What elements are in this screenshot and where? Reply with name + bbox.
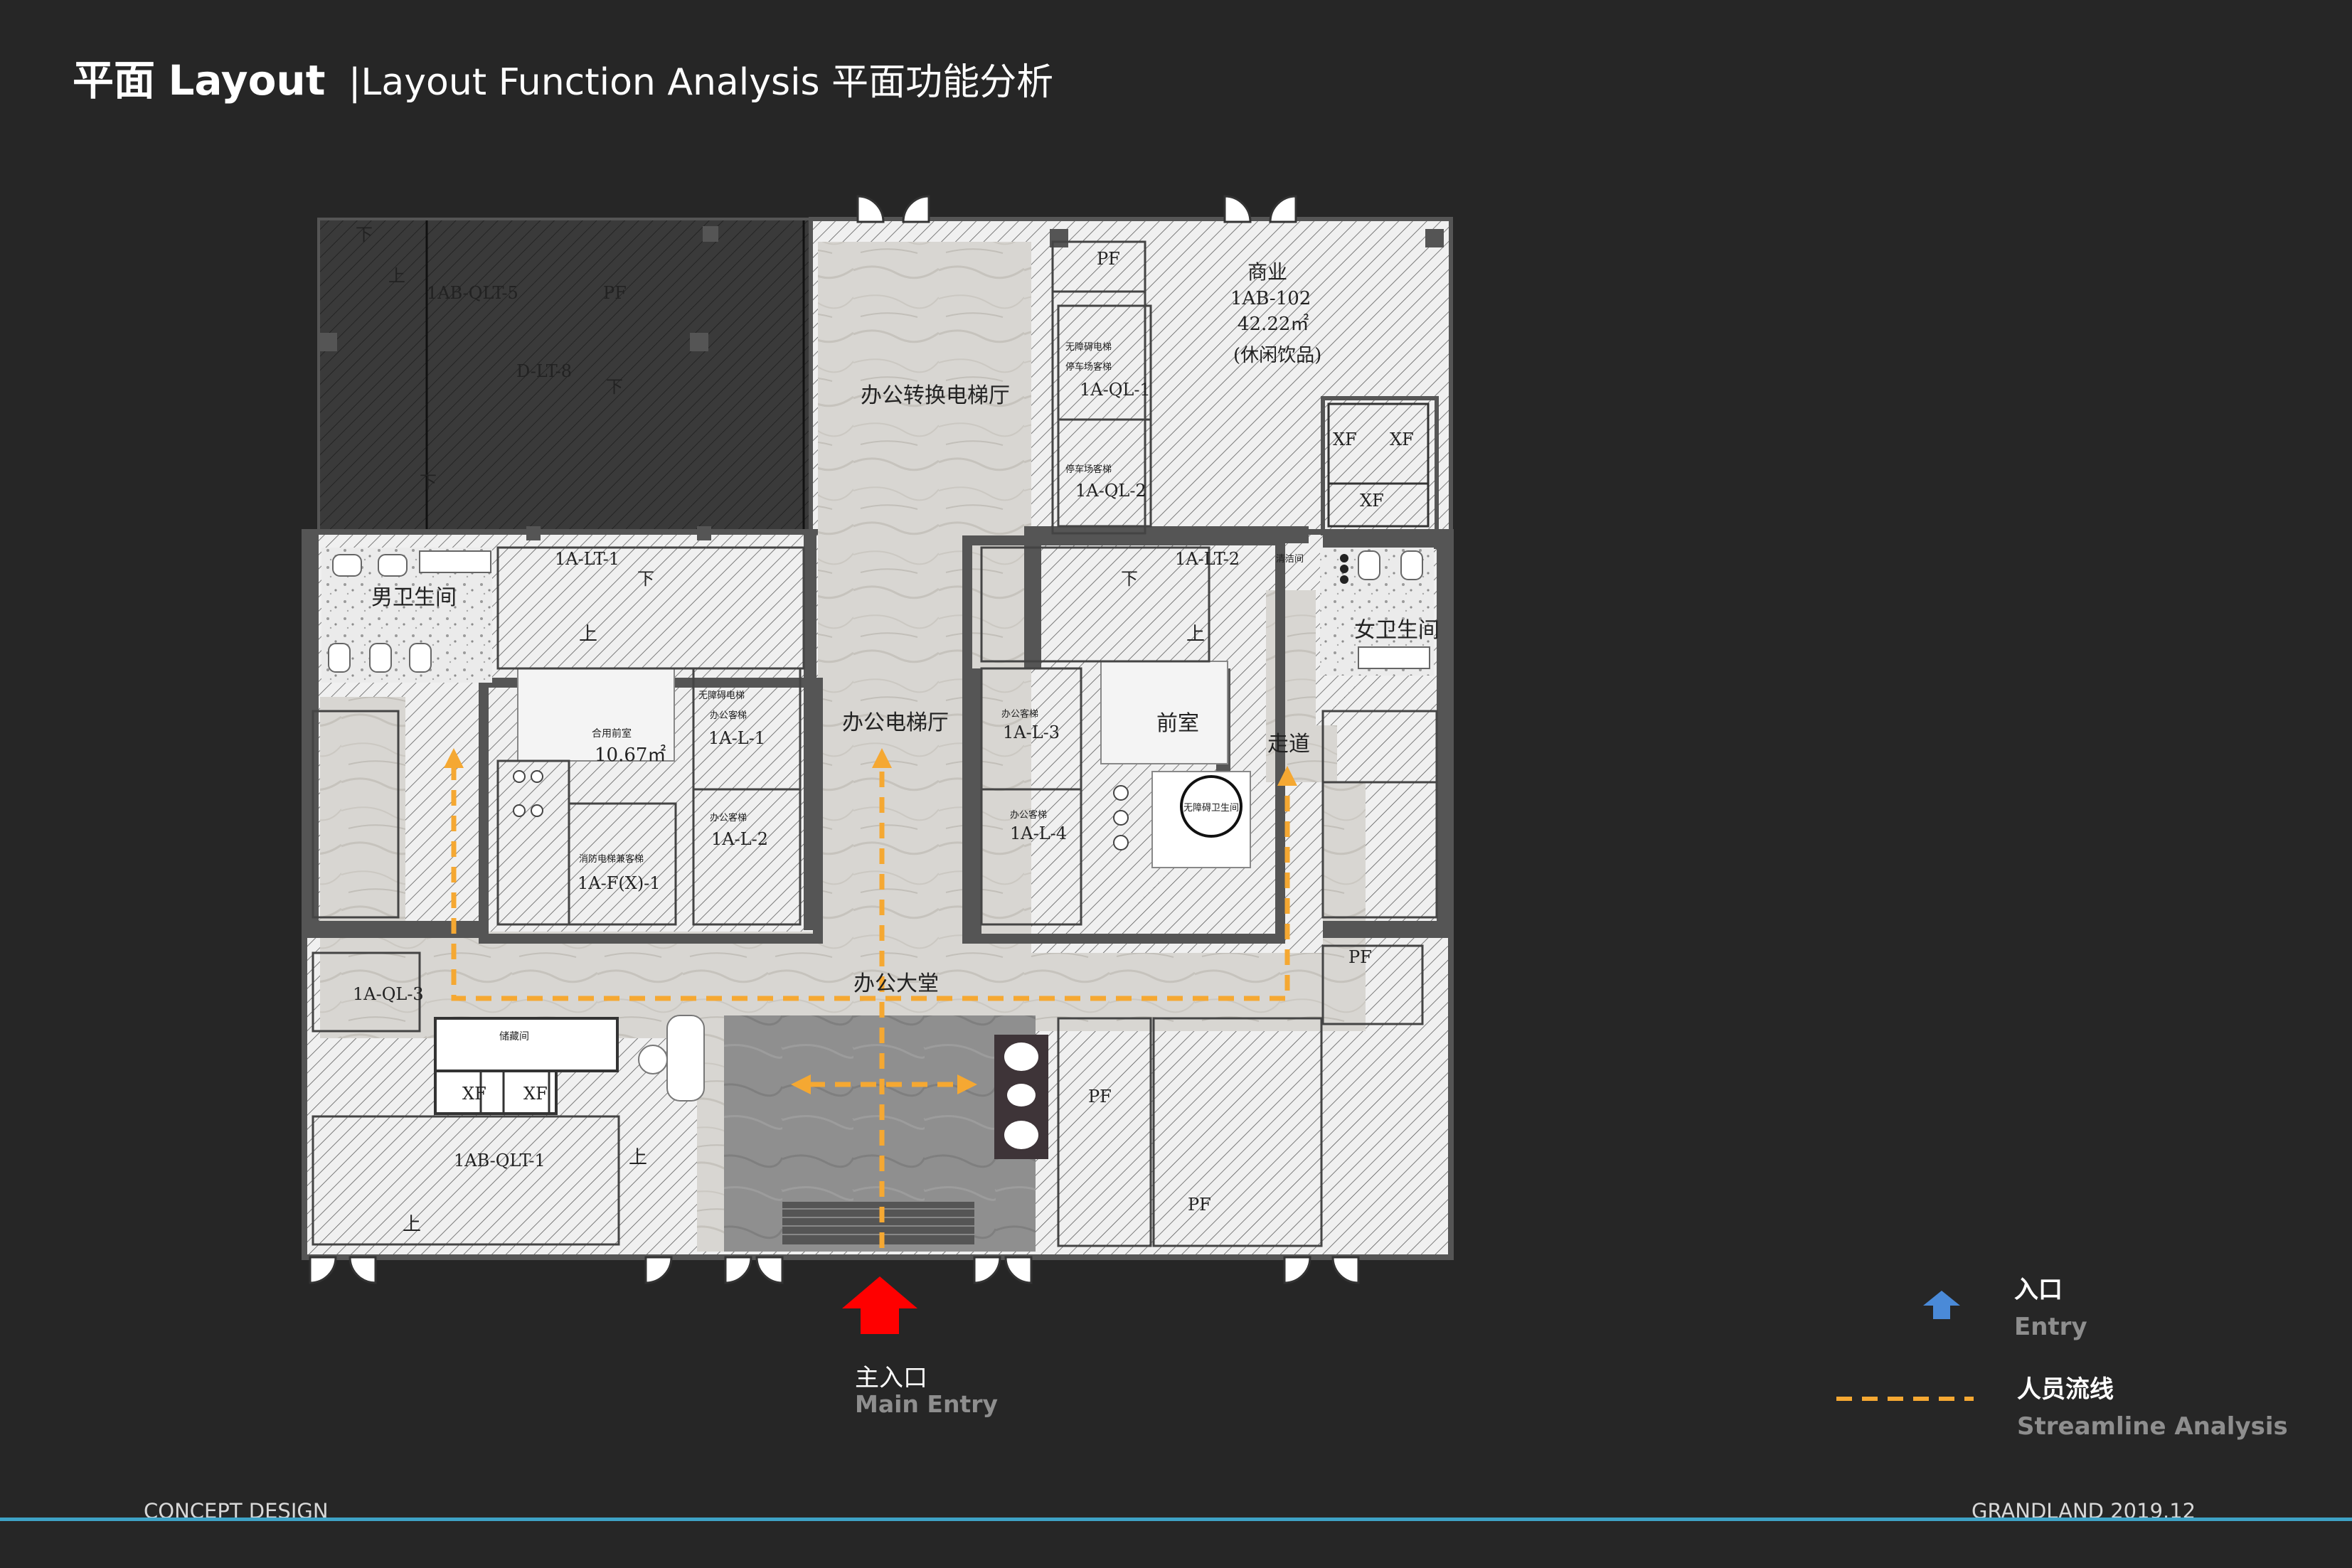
code-l1: 1A-L-1	[708, 728, 765, 748]
mark-pf-3: PF	[1348, 947, 1372, 967]
mark-up-2: 上	[579, 624, 597, 645]
code-qlt1: 1AB-QLT-1	[454, 1151, 546, 1170]
label-womens-restroom: 女卫生间	[1354, 618, 1440, 643]
mark-pf-5: PF	[1188, 1195, 1211, 1215]
label-office-lobby: 办公大堂	[853, 971, 939, 996]
streamline-arrowheads	[444, 748, 1297, 1094]
shared-anteroom	[517, 668, 675, 762]
label-shared-anteroom-area: 10.67㎡	[595, 745, 666, 766]
code-fx1: 1A-F(X)-1	[578, 873, 661, 893]
code-lt2: 1A-LT-2	[1175, 549, 1240, 569]
label-commercial: 商业	[1247, 260, 1287, 284]
mark-accessible-elevator: 无障碍电梯	[698, 690, 745, 701]
mark-down-4: 下	[637, 569, 654, 589]
label-commercial-code-2: 1AB-102	[1230, 288, 1311, 309]
mark-down-1: 下	[356, 225, 373, 245]
code-l4: 1A-L-4	[1010, 823, 1067, 843]
code-ql2: 1A-QL-2	[1075, 481, 1146, 501]
label-commercial-area: 42.22㎡	[1238, 314, 1309, 335]
code-l3: 1A-L-3	[1003, 722, 1060, 742]
mark-office-elevator-3: 办公客梯	[1001, 708, 1038, 720]
footer-divider	[0, 1518, 2352, 1521]
label-commercial-use: (休闲饮品)	[1233, 345, 1321, 366]
code-l2: 1A-L-2	[711, 829, 768, 849]
storage-room	[434, 1017, 619, 1072]
mark-office-elevator-1: 办公客梯	[710, 710, 747, 721]
mark-pf-2: PF	[603, 283, 627, 303]
title-subtitle: |Layout Function Analysis 平面功能分析	[348, 61, 1054, 104]
mark-xf-4: XF	[462, 1084, 486, 1104]
mark-up-5: 上	[403, 1214, 421, 1235]
label-shared-anteroom: 合用前室	[592, 727, 632, 740]
legend-flow-en: Streamline Analysis	[2017, 1412, 2288, 1441]
legend-entry-cn: 入口	[2014, 1276, 2063, 1304]
mark-down-3: 下	[420, 472, 437, 492]
mark-xf-2: XF	[1390, 430, 1414, 449]
reception-desk	[666, 1015, 705, 1102]
mark-pf-4: PF	[1088, 1087, 1112, 1106]
legend-flow-cn: 人员流线	[2017, 1375, 2114, 1404]
label-office-elevator-hall: 办公电梯厅	[842, 710, 949, 735]
mark-office-elevator-2: 办公客梯	[710, 812, 747, 823]
mark-xf-1: XF	[1333, 430, 1357, 449]
code-lt1: 1A-LT-1	[555, 549, 619, 569]
code-ql1: 1A-QL-1	[1080, 380, 1151, 400]
mark-up-4: 上	[629, 1147, 647, 1168]
label-corridor: 走道	[1267, 732, 1310, 757]
title-cn: 平面	[73, 56, 156, 105]
main-entry-label-en: Main Entry	[855, 1390, 998, 1418]
mark-pf-1: PF	[1097, 249, 1120, 269]
streamline-paths	[451, 764, 1290, 1248]
mark-parking-elevator-1: 停车场客梯	[1065, 361, 1112, 373]
label-anteroom: 前室	[1156, 711, 1199, 736]
mark-xf-5: XF	[523, 1084, 548, 1104]
accessible-restroom-symbol	[1180, 775, 1242, 838]
label-mens-restroom: 男卫生间	[371, 585, 457, 610]
mark-down-5: 下	[1121, 569, 1138, 589]
mark-up-1: 上	[388, 266, 405, 286]
mark-parking-elevator-2: 停车场客梯	[1065, 464, 1112, 475]
title-en: Layout	[168, 56, 326, 105]
label-accessible-restroom: 无障碍卫生间	[1183, 803, 1239, 814]
neighbor-stair-block	[319, 219, 811, 532]
anteroom-right	[1100, 661, 1228, 764]
mark-accessible-elevator-2: 无障碍电梯	[1065, 342, 1112, 353]
entry-legend-icon	[1923, 1291, 1960, 1319]
legend-entry-en: Entry	[2014, 1313, 2087, 1341]
mark-up-3: 上	[1186, 624, 1205, 645]
mark-down-2: 下	[606, 377, 623, 397]
mark-fire-elevator: 消防电梯兼客梯	[579, 853, 644, 865]
code-qlt5: 1AB-QLT-5	[427, 283, 518, 303]
main-entry-label-cn: 主入口	[855, 1364, 927, 1392]
mark-xf-3: XF	[1360, 491, 1384, 511]
page-title: 平面 Layout |Layout Function Analysis 平面功能…	[73, 47, 1053, 107]
mark-office-elevator-4: 办公客梯	[1010, 809, 1047, 821]
door-swings	[309, 195, 1360, 1284]
code-ql3: 1A-QL-3	[353, 984, 424, 1004]
label-office-transfer-elevator-hall: 办公转换电梯厅	[861, 383, 1010, 408]
label-storage: 储藏间	[499, 1031, 529, 1042]
code-lt8: D-LT-8	[516, 361, 572, 381]
label-cleaning-room: 清洁间	[1276, 554, 1304, 565]
main-entry-arrow	[842, 1276, 917, 1334]
